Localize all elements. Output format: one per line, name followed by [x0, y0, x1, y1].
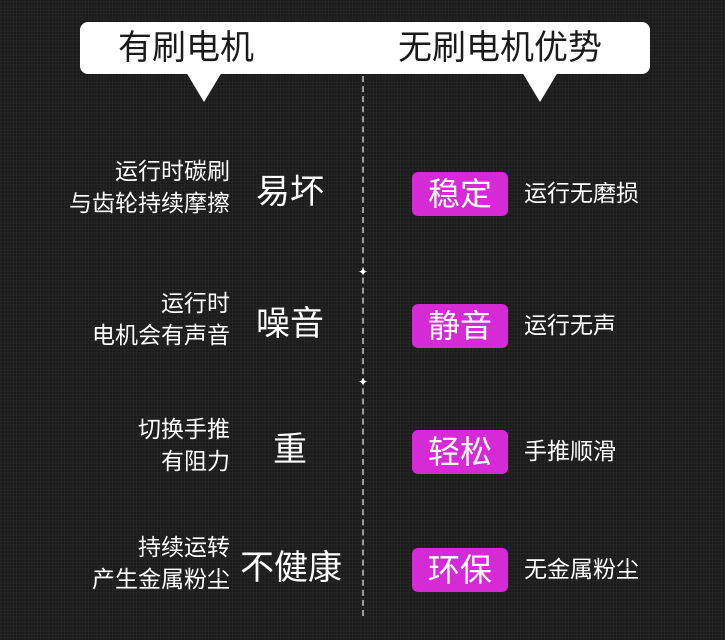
brushed-issue-description: 持续运转 产生金属粉尘: [92, 532, 230, 596]
advantage-description: 无金属粉尘: [524, 557, 639, 583]
sparkle-icon: ✦: [357, 265, 369, 279]
description-line: 有阻力: [161, 449, 230, 475]
advantage-description: 运行无磨损: [524, 181, 639, 207]
brushed-issue-description: 切换手推 有阻力: [138, 414, 230, 478]
description-line: 与齿轮持续摩擦: [69, 191, 230, 217]
advantage-badge: 轻松: [412, 430, 508, 474]
brushed-issue-description: 运行时 电机会有声音: [92, 288, 230, 352]
description-line: 持续运转: [138, 535, 230, 561]
brushed-problem-label: 不健康: [240, 548, 342, 588]
sparkle-icon: ✦: [357, 375, 369, 389]
advantage-badge: 环保: [412, 548, 508, 592]
description-line: 切换手推: [138, 417, 230, 443]
advantage-description: 手推顺滑: [524, 439, 616, 465]
header-bubble-tail-left: [186, 72, 222, 102]
description-line: 电机会有声音: [92, 323, 230, 349]
description-line: 运行时: [161, 291, 230, 317]
center-divider: [362, 76, 364, 616]
brushed-motor-title: 有刷电机: [118, 28, 254, 68]
header-bubble-tail-right: [522, 72, 558, 102]
description-line: 运行时碳刷: [115, 159, 230, 185]
comparison-row: 切换手推 有阻力 重 轻松 手推顺滑: [0, 414, 725, 494]
advantage-badge: 稳定: [412, 172, 508, 216]
brushed-problem-label: 噪音: [256, 304, 324, 344]
comparison-row: 持续运转 产生金属粉尘 不健康 环保 无金属粉尘: [0, 532, 725, 612]
comparison-row: 运行时 电机会有声音 噪音 静音 运行无声: [0, 288, 725, 368]
brushed-problem-label: 易坏: [256, 172, 324, 212]
description-line: 产生金属粉尘: [92, 567, 230, 593]
comparison-row: 运行时碳刷 与齿轮持续摩擦 易坏 稳定 运行无磨损: [0, 156, 725, 236]
advantage-description: 运行无声: [524, 313, 616, 339]
header-bubble: [80, 22, 650, 74]
brushed-issue-description: 运行时碳刷 与齿轮持续摩擦: [69, 156, 230, 220]
brushed-problem-label: 重: [273, 430, 307, 470]
brushless-advantages-title: 无刷电机优势: [398, 28, 602, 68]
advantage-badge: 静音: [412, 304, 508, 348]
